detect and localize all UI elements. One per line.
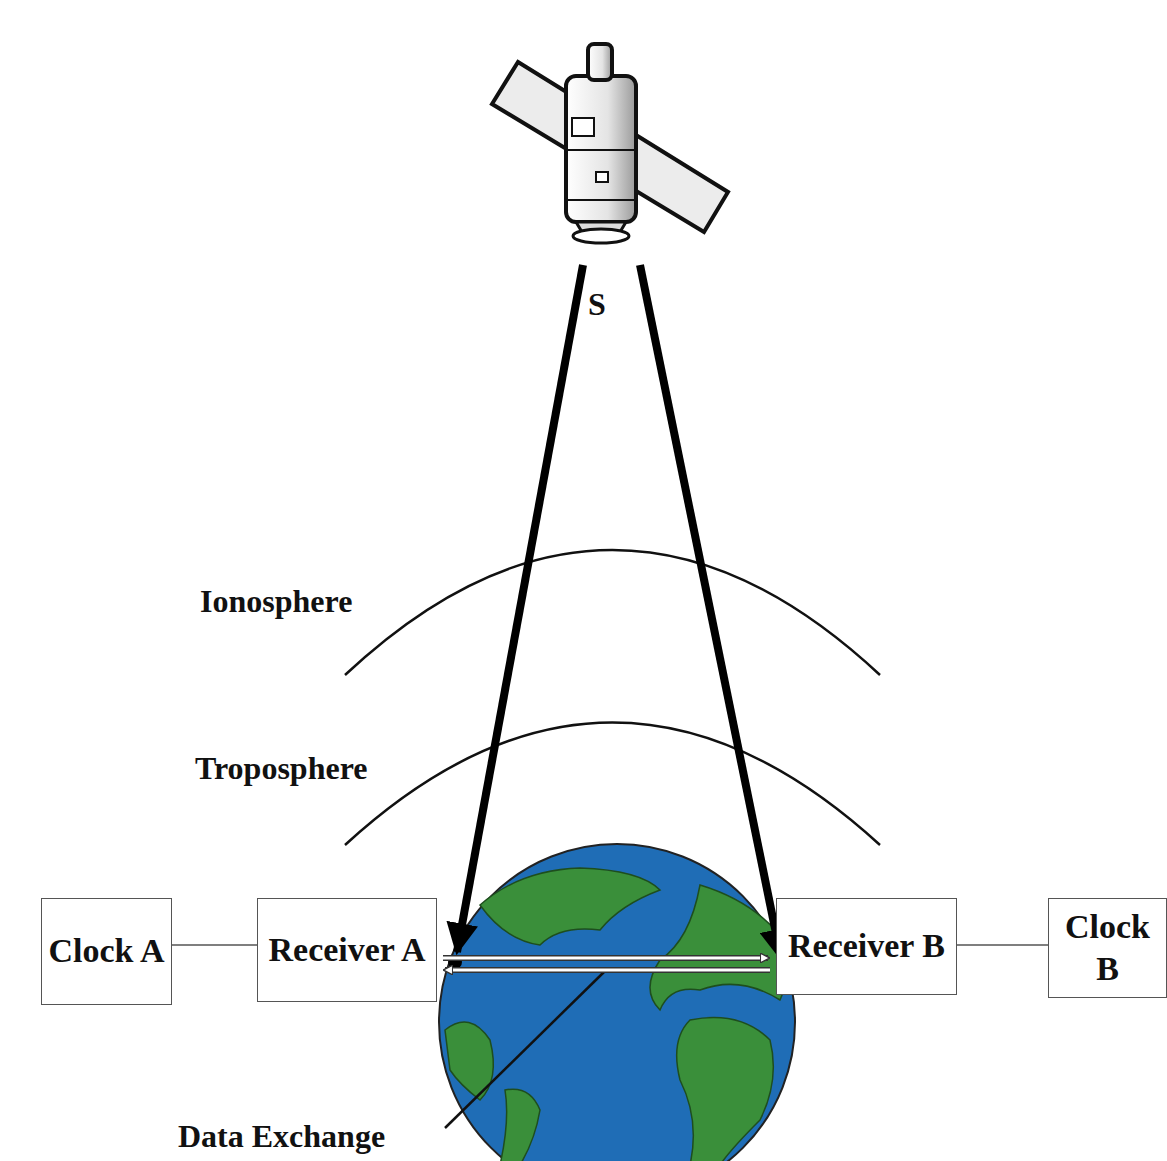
node-label: Receiver A <box>268 929 425 972</box>
layer-label: Troposphere <box>195 750 367 787</box>
data-exchange-arrow <box>443 958 768 959</box>
node-label: Clock B <box>1055 906 1160 991</box>
data-exchange-arrow <box>445 970 770 971</box>
callout-label: Data Exchange <box>178 1118 385 1155</box>
receiver-box: Receiver B <box>776 898 957 995</box>
layer-label: Ionosphere <box>200 583 352 620</box>
receiver-box: Receiver A <box>257 898 437 1002</box>
troposphere-arc <box>345 723 880 846</box>
clock-box: Clock A <box>41 898 172 1005</box>
signal-path <box>457 265 583 952</box>
ionosphere-arc <box>345 550 880 675</box>
cable-line <box>957 945 1048 946</box>
leader-line <box>445 972 604 1128</box>
cable-line <box>172 945 257 946</box>
satellite <box>492 44 728 243</box>
earth <box>439 844 795 1161</box>
satellite-label: S <box>588 286 606 323</box>
signal-path <box>640 265 781 958</box>
node-label: Clock A <box>48 930 164 973</box>
node-label: Receiver B <box>788 925 945 968</box>
clock-box: Clock B <box>1048 898 1167 998</box>
